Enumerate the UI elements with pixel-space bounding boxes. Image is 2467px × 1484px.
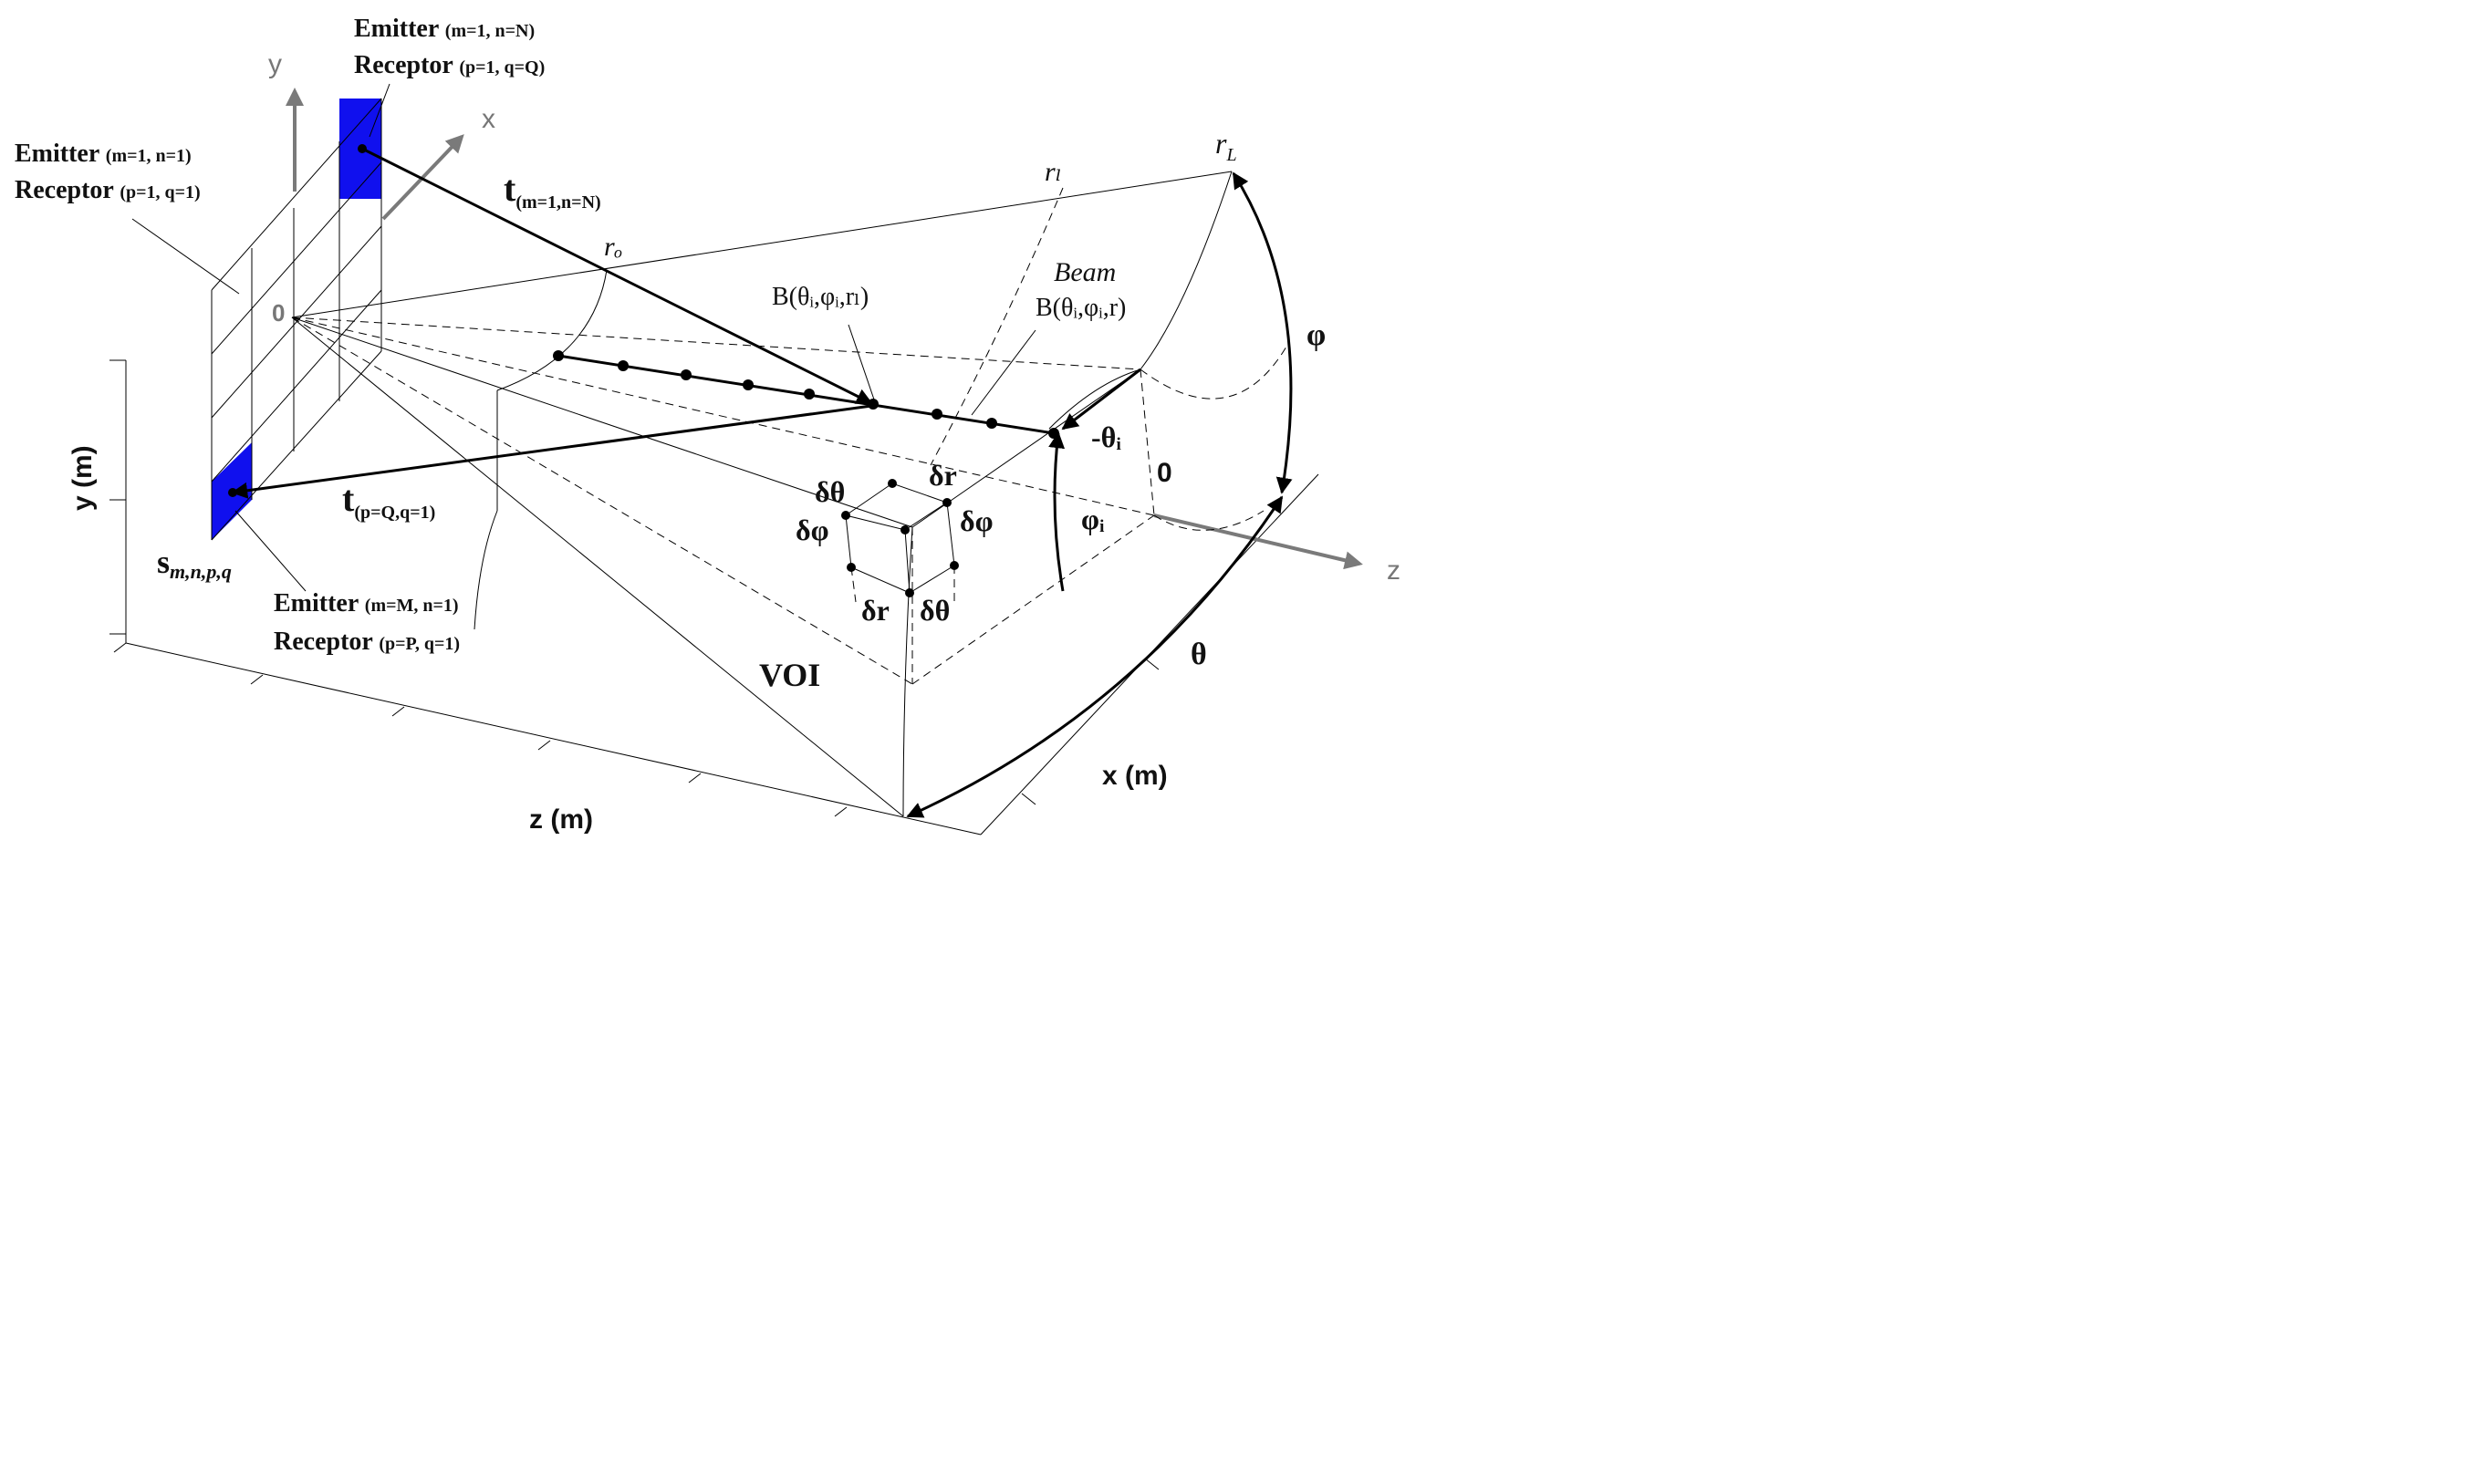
beam-end-arrow (1061, 368, 1141, 431)
voi-wireframe (291, 171, 1287, 817)
label-emitter-top-right: Emitter (m=1, n=N) Receptor (p=1, q=Q) (354, 15, 545, 79)
y-axis-label: y (268, 49, 282, 79)
svg-text:Emitter (m=M, n=1): Emitter (m=M, n=1) (274, 589, 459, 617)
r-L-label: rL (1215, 127, 1237, 165)
neg-theta-i-label: -θᵢ (1091, 420, 1121, 453)
x-axis-label: x (482, 104, 495, 134)
d-r-top-label: δr (929, 459, 957, 492)
label-emitter-top-left: Emitter (m=1, n=1) Receptor (p=1, q=1) (15, 140, 201, 204)
t-receive-arrow (231, 404, 872, 499)
origin-array-label: 0 (272, 299, 285, 327)
t-transmit-arrow (361, 147, 873, 405)
r-o-label: rₒ (604, 232, 622, 262)
d-phi-right-label: δφ (960, 504, 994, 537)
pointer-lines (131, 83, 1036, 592)
t-receive-label: t(p=Q,q=1) (342, 478, 435, 523)
beam-line-label: B(θᵢ,φᵢ,r) (1036, 294, 1126, 322)
beam-point-label: B(θᵢ,φᵢ,rₗ) (772, 283, 869, 311)
svg-text:Receptor (p=P, q=1): Receptor (p=P, q=1) (274, 628, 460, 656)
x-meter-label: x (m) (1102, 761, 1168, 791)
y-meter-label: y (m) (68, 445, 98, 511)
d-theta-top-label: δθ (815, 475, 845, 508)
r-l-label: rₗ (1045, 157, 1062, 187)
s-signal-label: sm,n,p,q (157, 544, 232, 583)
svg-text:Emitter (m=1, n=1): Emitter (m=1, n=1) (15, 140, 192, 168)
d-phi-left-label: δφ (796, 514, 829, 546)
phi-arc (1232, 171, 1293, 494)
d-theta-bottom-label: δθ (920, 594, 950, 627)
svg-text:Receptor (p=1, q=1): Receptor (p=1, q=1) (15, 176, 201, 204)
t-transmit-label: t(m=1,n=N) (504, 168, 601, 213)
z-axis-arrow (1153, 514, 1363, 570)
theta-label: θ (1191, 638, 1207, 671)
d-r-bottom-label: δr (861, 594, 890, 627)
theta-arc (906, 495, 1284, 818)
phi-label: φ (1306, 318, 1326, 352)
origin-voi-label: 0 (1157, 458, 1172, 488)
beam-vectors (228, 144, 1141, 499)
voxel (841, 479, 959, 603)
svg-text:Receptor (p=1, q=Q): Receptor (p=1, q=Q) (354, 51, 545, 79)
angle-arcs (906, 171, 1293, 818)
z-axis-label: z (1387, 555, 1400, 586)
phi-i-label: φᵢ (1081, 503, 1105, 535)
beam-word-label: Beam (1054, 257, 1116, 287)
label-emitter-bottom: Emitter (m=M, n=1) Receptor (p=P, q=1) (274, 589, 460, 656)
phi-i-arc (1048, 431, 1066, 592)
svg-text:Emitter (m=1, n=N): Emitter (m=1, n=N) (354, 15, 535, 43)
ultrasound-array-voi-diagram: y x z 0 0 y (m) z (m) x (m) Emitter (m=1… (15, 15, 1400, 835)
voi-label: VOI (759, 657, 820, 693)
z-meter-label: z (m) (529, 804, 593, 835)
